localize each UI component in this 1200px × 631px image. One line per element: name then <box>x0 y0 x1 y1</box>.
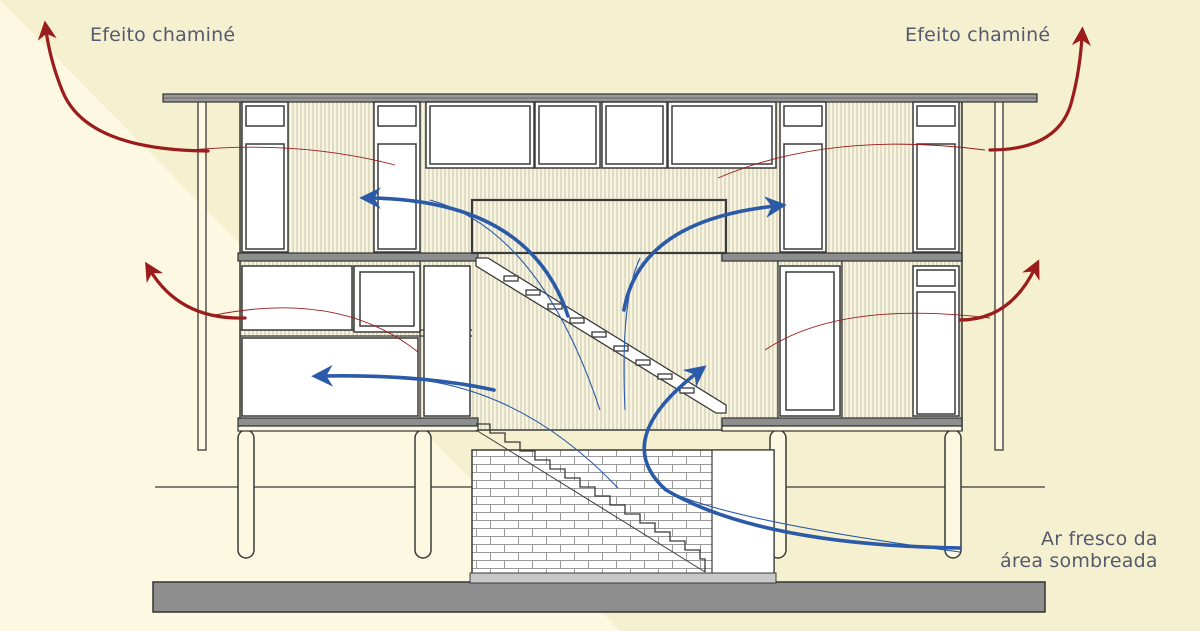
blue-curved-arrow-icon <box>359 187 570 318</box>
hot-air-guide-lines <box>189 143 991 353</box>
red-curved-arrow-icon <box>988 26 1092 152</box>
staircase <box>475 257 727 573</box>
floor-slabs <box>237 252 963 432</box>
fresh-air-label: Ar fresco da área sombreada <box>1000 528 1158 572</box>
blue-curved-arrow-icon <box>622 196 787 312</box>
foundation-slab <box>152 581 1046 613</box>
chimney-effect-label-right: Efeito chaminé <box>905 24 1051 46</box>
red-curved-arrow-icon <box>145 261 247 320</box>
roof <box>162 93 1038 103</box>
fresh-air-label-line1: Ar fresco da <box>1041 528 1158 550</box>
brick-base <box>469 449 777 584</box>
red-curved-arrow-icon <box>37 20 210 153</box>
cool-air-arrows <box>311 187 962 550</box>
blue-curved-arrow-icon <box>642 365 962 550</box>
windows <box>241 101 960 417</box>
inner-walls <box>240 198 843 418</box>
fresh-air-label-line2: área sombreada <box>1000 550 1158 572</box>
hot-air-arrows <box>37 20 1092 322</box>
blue-curved-arrow-icon <box>311 364 496 392</box>
red-curved-arrow-icon <box>958 259 1040 322</box>
chimney-effect-label-left: Efeito chaminé <box>90 24 236 46</box>
